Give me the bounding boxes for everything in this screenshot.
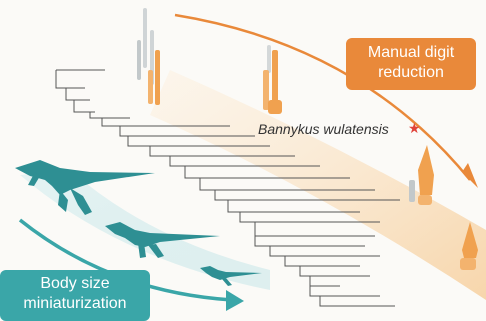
star-icon: ★ <box>408 120 421 136</box>
phylogenetic-tree <box>55 69 400 307</box>
large-dinosaur-icon <box>15 160 155 215</box>
hand-stage-2-icon <box>263 45 282 114</box>
small-dinosaur-icon <box>200 266 262 286</box>
body-label-line-2: miniaturization <box>23 295 127 312</box>
hand-stage-4-icon <box>460 222 478 270</box>
manual-reduction-arrowhead <box>462 163 478 188</box>
manual-label-line-2: reduction <box>378 64 444 81</box>
body-size-arrowhead <box>226 290 244 311</box>
taxon-name: Bannykus wulatensis <box>258 121 389 137</box>
manual-label-line-1: Manual digit <box>367 44 455 61</box>
manual-reduction-fan <box>150 70 486 300</box>
medium-dinosaur-icon <box>105 222 220 258</box>
body-label-line-1: Body size <box>40 275 110 292</box>
manual-reduction-arrow <box>174 13 471 181</box>
manual-digit-reduction-label: Manual digit reduction <box>346 38 476 90</box>
hand-stage-1-icon <box>137 8 160 105</box>
body-size-miniaturization-label: Body size miniaturization <box>0 270 150 321</box>
hand-stage-3-icon <box>409 145 434 205</box>
